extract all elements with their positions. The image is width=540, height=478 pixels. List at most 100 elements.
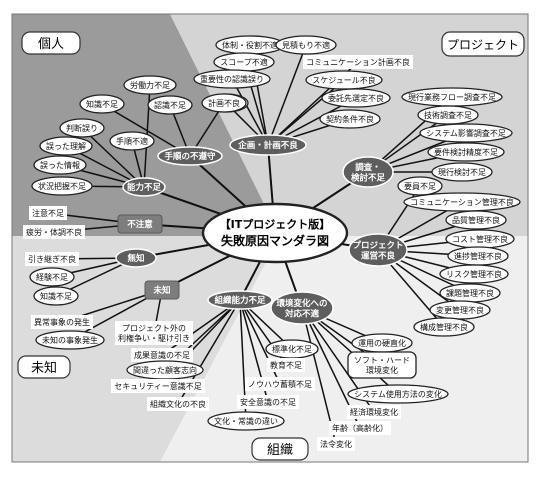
- node-i7: 誤った理解: [39, 136, 93, 156]
- node-u1: 異常事象の発生: [31, 315, 93, 329]
- node-m1: 要員不足: [397, 176, 443, 196]
- region-label-project: プロジェクト: [441, 31, 525, 57]
- node-m2: コミュニケーション管理不良: [403, 192, 521, 212]
- hub-h_manage-shape: [348, 233, 408, 267]
- node-s5-shape: [431, 162, 493, 182]
- node-i5-label: 計画不良: [208, 98, 240, 108]
- hub-h_survey-shape: [342, 156, 394, 188]
- node-c5-bg: [329, 421, 391, 435]
- node-u2: 未知の事象発生: [35, 330, 105, 350]
- node-o4-bg: [237, 395, 299, 409]
- node-o1: 標準化不足: [265, 339, 319, 359]
- node-i2: 知識不足: [79, 94, 125, 114]
- node-i4-shape: [109, 131, 155, 151]
- connector-i6: [81, 127, 145, 188]
- hub-h_careless-shape: [117, 214, 163, 234]
- node-o9-bg: [147, 397, 209, 411]
- node-c6: 法令変化: [317, 437, 355, 451]
- node-i2-shape: [79, 94, 125, 114]
- node-p3: スコープ不適: [213, 52, 275, 72]
- hub-h_gap-shape: [157, 146, 223, 166]
- hub-h_manage-line1: プロジェクト: [352, 240, 403, 251]
- node-c4-label: 経済環境変化: [350, 407, 398, 417]
- node-m8-label: 変更管理不良: [436, 305, 484, 315]
- node-c2-shape: [347, 351, 417, 379]
- node-p5-shape: [193, 69, 271, 89]
- hub-h_gap: 手順の不遵守: [157, 146, 223, 166]
- svg-text:未知: 未知: [31, 360, 57, 376]
- node-k4-shape: [29, 267, 75, 287]
- node-k3: 引き継ぎ不良: [25, 252, 79, 266]
- node-p6: スケジュール不良: [305, 70, 383, 90]
- region-label-organization: 組織: [251, 437, 309, 461]
- node-p5: 重要性の認識誤り: [193, 69, 271, 89]
- node-c5-label: 年齢（高齢化）: [332, 423, 388, 433]
- hub-h_change-line1: 環境変化への: [276, 298, 327, 309]
- hub-h_gap-label: 手順の不遵守: [164, 151, 216, 162]
- node-k4-label: 経験不足: [36, 272, 68, 282]
- hub-h_survey: 調査・検討不足: [342, 156, 394, 188]
- frame: [11, 13, 529, 463]
- node-o8-bg: [111, 379, 205, 393]
- node-m9-label: 構成管理不良: [420, 322, 468, 332]
- node-k1: 注意不足: [29, 206, 67, 220]
- node-i1: 労働力不足: [123, 75, 177, 95]
- node-o6: 成果意識の不足: [131, 348, 193, 362]
- node-c3-label: システム使用方法の変化: [354, 389, 442, 399]
- node-o3: ノウハウ蓄積不足: [245, 377, 315, 391]
- node-p8-shape: [321, 88, 391, 108]
- node-c2-line2: 環境変化: [366, 365, 398, 375]
- node-o7-label: 間違った顧客志向: [133, 365, 197, 375]
- node-o1-label: 標準化不足: [272, 344, 312, 354]
- hub-h_survey-line1: 調査・: [355, 162, 381, 173]
- hub-h_survey-line2: 検討不足: [351, 172, 386, 183]
- node-p2-label: 見積もり不適: [282, 40, 330, 50]
- node-k5: 知識不足: [33, 286, 79, 306]
- node-k3-label: 引き継ぎ不良: [28, 254, 76, 264]
- region-label-unknown: 未知: [17, 355, 71, 379]
- node-i5-shape: [201, 93, 247, 113]
- hub-h_plan-shape: [229, 134, 307, 156]
- node-m5: 進捗管理不良: [447, 246, 509, 266]
- node-s3-label: システム影響調査不足: [426, 128, 506, 138]
- node-m8: 変更管理不良: [429, 300, 491, 320]
- node-o4: 安全意識の不足: [237, 395, 299, 409]
- node-i9-shape: [31, 176, 93, 196]
- node-o2-label: 教育不足: [270, 360, 302, 370]
- node-s4-label: 要件検討精度不足: [434, 147, 498, 157]
- node-i8-shape: [33, 155, 87, 175]
- node-p4-label: コミュニケーション計画不良: [306, 57, 410, 67]
- node-c5: 年齢（高齢化）: [329, 421, 391, 435]
- node-p4-bg: [303, 55, 413, 69]
- node-u2-label: 未知の事象発生: [42, 335, 98, 345]
- node-s2: 技術調査不足: [417, 105, 479, 125]
- hub-h_org-shape: [207, 290, 273, 310]
- node-s2-label: 技術調査不足: [424, 110, 472, 120]
- node-m9-shape: [413, 317, 475, 337]
- hub-h_unknown: 未知: [144, 280, 180, 300]
- node-p3-label: スコープ不適: [220, 57, 268, 67]
- node-m1-shape: [397, 176, 443, 196]
- node-p6-label: スケジュール不良: [312, 75, 375, 85]
- node-i9: 状況把握不足: [31, 176, 93, 196]
- node-o4-label: 安全意識の不足: [240, 397, 296, 407]
- node-i7-shape: [39, 136, 93, 156]
- node-p8: 委託先選定不良: [321, 88, 391, 108]
- node-c2-line1: ソフト・ハード: [354, 356, 410, 365]
- node-i4-label: 手順不適: [116, 136, 148, 146]
- hub-h_ignorance: 無知: [115, 248, 157, 268]
- node-m3: 品質管理不良: [445, 210, 507, 230]
- node-u3-line2: 利権争い・駆け引き: [118, 333, 190, 343]
- node-i4: 手順不適: [109, 131, 155, 151]
- node-u2-shape: [35, 330, 105, 350]
- node-m1-label: 要員不足: [404, 182, 436, 191]
- node-s3-shape: [419, 123, 513, 143]
- node-i6-shape: [59, 118, 105, 138]
- node-i2-label: 知識不足: [86, 99, 118, 109]
- node-u3-line1: プロジェクト外の: [122, 323, 186, 333]
